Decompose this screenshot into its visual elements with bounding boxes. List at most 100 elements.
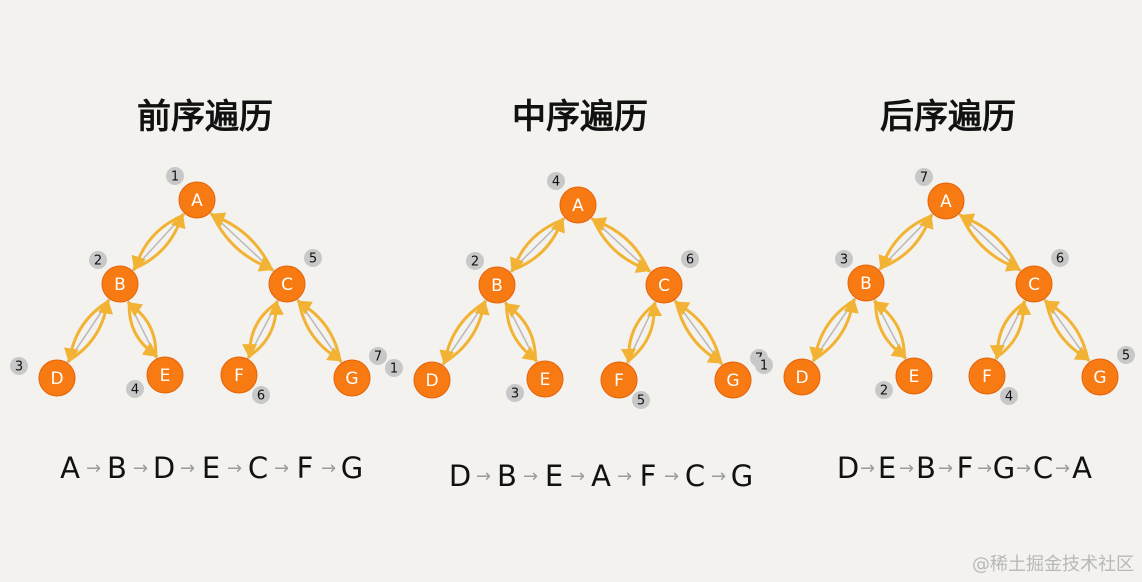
order-badge-number: 7 xyxy=(374,350,382,365)
order-badge xyxy=(547,172,565,190)
node-circle xyxy=(847,264,885,302)
tree-node-C: C6 xyxy=(1015,249,1069,303)
node-label: D xyxy=(795,368,808,388)
tree-node-E: E4 xyxy=(126,356,184,398)
order-badge xyxy=(755,356,773,374)
panel-title: 前序遍历 xyxy=(137,97,273,137)
node-label: A xyxy=(940,192,952,212)
order-badge-number: 4 xyxy=(552,175,560,190)
node-circle xyxy=(1015,265,1053,303)
node-label: C xyxy=(281,275,293,295)
tree-edge-C-F xyxy=(993,297,1028,363)
sequence-letter: D xyxy=(153,451,175,485)
tree-edge-B-E xyxy=(872,296,908,363)
node-label: G xyxy=(1093,368,1106,388)
order-badge xyxy=(466,252,484,270)
order-badge-number: 3 xyxy=(840,253,848,268)
sequence-letter: B xyxy=(107,451,127,485)
sequence-letter: C xyxy=(248,451,268,485)
sequence-arrow-icon: → xyxy=(977,458,992,479)
traversal-arrow-up-B-A xyxy=(879,213,934,270)
tree-node-F: F5 xyxy=(600,361,650,409)
panel-title: 后序遍历 xyxy=(880,97,1016,137)
tree-edge-C-F xyxy=(625,299,658,366)
sequence-letter: G xyxy=(731,459,753,493)
traversal-arrow-up-D-B xyxy=(67,298,113,363)
order-badge-number: 1 xyxy=(760,359,768,374)
tree-node-B: B2 xyxy=(89,251,139,303)
traversal-arrow-up-D-B xyxy=(812,297,859,362)
sequence-letter: F xyxy=(640,459,657,493)
tree-edge-C-G xyxy=(1042,296,1092,365)
traversal-arrow-up-E-B xyxy=(503,302,537,362)
traversal-arrow-up-G-C xyxy=(673,301,723,365)
tree-edge-B-D xyxy=(440,297,489,368)
sequence-arrow-icon: → xyxy=(321,458,336,479)
sequence-arrow-icon: → xyxy=(227,458,242,479)
node-label: B xyxy=(491,276,503,296)
sequence-arrow-icon: → xyxy=(1055,458,1070,479)
sequence-arrow-icon: → xyxy=(523,466,538,487)
panel-2: 中序遍历A4B2C6D1E3F5G7D→B→E→A→F→C→G xyxy=(385,97,768,493)
node-label: B xyxy=(114,275,126,295)
node-circle xyxy=(146,356,184,394)
node-circle xyxy=(927,182,965,220)
watermark: @稀土掘金技术社区 xyxy=(972,554,1134,575)
traversal-arrow-up-C-A xyxy=(209,212,274,272)
node-circle xyxy=(478,266,516,304)
order-badge-number: 3 xyxy=(15,360,23,375)
tree-node-G: G7 xyxy=(714,349,768,399)
order-badge xyxy=(506,384,524,402)
order-badge xyxy=(89,251,107,269)
node-circle xyxy=(714,361,752,399)
order-badge xyxy=(1117,346,1135,364)
sequence-letter: C xyxy=(1033,451,1053,485)
tree-node-C: C6 xyxy=(645,250,699,304)
node-circle xyxy=(178,181,216,219)
traversal-arrow-up-G-C xyxy=(1043,300,1090,362)
sequence-arrow-icon: → xyxy=(86,458,101,479)
sequence-letter: B xyxy=(497,459,517,493)
order-badge xyxy=(304,249,322,267)
tree-node-D: D3 xyxy=(10,357,76,397)
traversal-arrow-up-F-C xyxy=(995,299,1032,359)
node-label: F xyxy=(234,366,244,386)
tree-edge-A-C xyxy=(208,210,276,274)
order-badge-number: 5 xyxy=(637,394,645,409)
node-label: B xyxy=(860,274,872,294)
sequence-arrow-icon: → xyxy=(1016,458,1031,479)
sequence-letter: E xyxy=(878,451,896,485)
node-label: D xyxy=(425,371,438,391)
node-circle xyxy=(645,266,683,304)
tree-node-A: A7 xyxy=(915,168,965,220)
node-label: G xyxy=(726,371,739,391)
sequence-arrow-icon: → xyxy=(711,466,726,487)
sequence-letter: A xyxy=(591,459,611,493)
traversal-arrow-up-C-A xyxy=(958,213,1021,272)
traversal-arrow-up-F-C xyxy=(626,301,663,363)
traversal-arrow-up-C-A xyxy=(590,217,651,273)
order-badge-number: 6 xyxy=(1056,252,1064,267)
node-circle xyxy=(600,361,638,399)
node-circle xyxy=(559,186,597,224)
tree-node-B: B3 xyxy=(835,250,885,302)
node-label: E xyxy=(160,366,171,386)
tree-node-G: G5 xyxy=(1081,346,1135,396)
node-circle xyxy=(333,359,371,397)
tree-edge-C-F xyxy=(245,297,281,362)
node-circle xyxy=(968,357,1006,395)
tree-node-E: E2 xyxy=(875,357,933,399)
order-badge-number: 4 xyxy=(1005,390,1013,405)
tree-edge-A-B xyxy=(876,211,936,273)
order-badge xyxy=(681,250,699,268)
traversal-arrow-up-E-B xyxy=(126,302,158,358)
tree-node-F: F6 xyxy=(220,356,270,404)
sequence-letter: F xyxy=(957,451,974,485)
node-label: E xyxy=(540,370,551,390)
sequence-arrow-icon: → xyxy=(899,458,914,479)
traversal-arrow-up-E-B xyxy=(872,300,906,359)
order-badge xyxy=(166,167,184,185)
sequence-arrow-icon: → xyxy=(617,466,632,487)
sequence-arrow-icon: → xyxy=(570,466,585,487)
node-circle xyxy=(895,357,933,395)
